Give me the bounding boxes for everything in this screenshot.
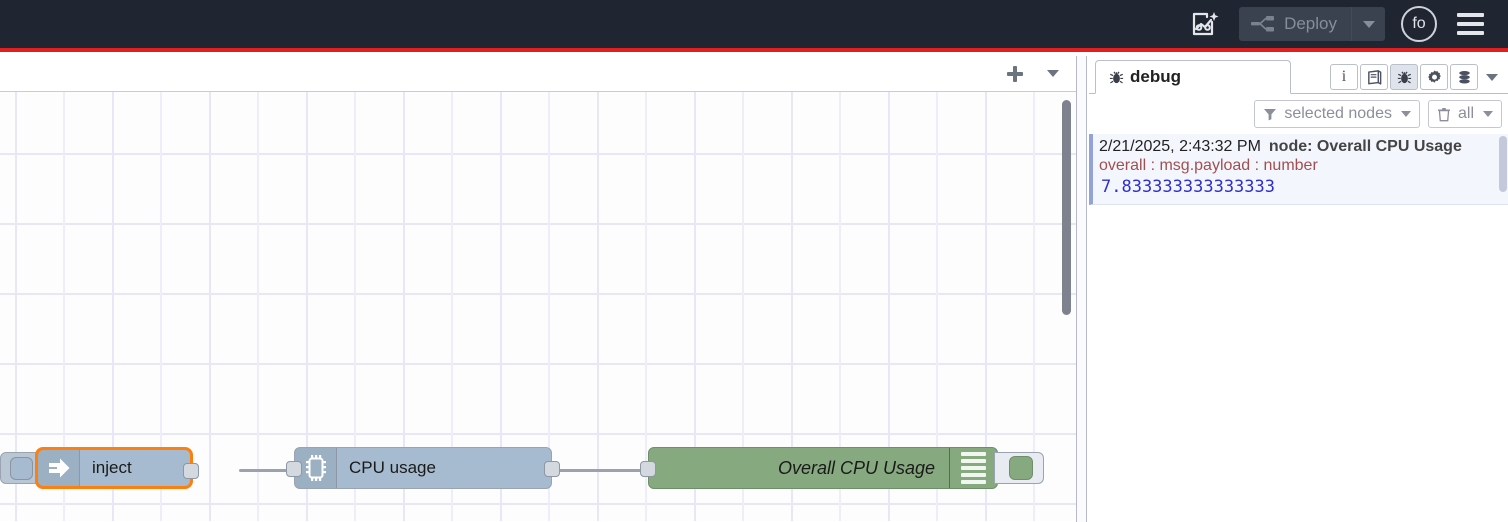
node-debug-body[interactable]: Overall CPU Usage: [640, 447, 998, 489]
debug-stripes-icon: [949, 448, 997, 488]
node-inject-body[interactable]: inject: [35, 447, 199, 489]
chevron-down-icon: [1400, 111, 1411, 117]
bug-icon: [1109, 70, 1124, 83]
debug-input-port[interactable]: [640, 461, 656, 477]
config-gear-icon[interactable]: [1420, 64, 1448, 90]
deploy-dropdown-button[interactable]: [1351, 7, 1385, 41]
flow-canvas[interactable]: inject: [0, 92, 1076, 521]
tab-debug-label: debug: [1130, 67, 1181, 86]
trash-icon: [1437, 107, 1450, 121]
debug-bug-icon[interactable]: [1390, 64, 1418, 90]
debug-message-list[interactable]: 2/21/2025, 2:43:32 PM node: Overall CPU U…: [1089, 134, 1508, 522]
node-inject-label: inject: [92, 458, 132, 477]
flow-list-button[interactable]: [1036, 59, 1070, 89]
debug-message-timestamp: 2/21/2025, 2:43:32 PM: [1099, 138, 1261, 155]
deploy-wire-icon: [1251, 16, 1275, 32]
inject-trigger-knob: [9, 456, 33, 480]
inject-arrow-icon: [38, 450, 80, 486]
node-debug-label: Overall CPU Usage: [777, 457, 935, 478]
debug-toolbar: selected nodes all: [1089, 94, 1508, 134]
debug-message-source: node: Overall CPU Usage: [1268, 138, 1462, 155]
avatar-initials: fo: [1412, 15, 1426, 32]
debug-filter-button[interactable]: selected nodes: [1254, 100, 1420, 128]
debug-list-scrollbar[interactable]: [1499, 136, 1507, 192]
plus-icon: [1007, 65, 1023, 82]
chevron-down-icon: [1362, 20, 1375, 28]
sidebar: debug i: [1089, 56, 1508, 522]
node-debug-overall-cpu-usage[interactable]: Overall CPU Usage: [640, 447, 1044, 489]
add-flow-button[interactable]: [998, 59, 1032, 89]
header-actions: Deploy fo: [1187, 6, 1508, 42]
wire-cpu-to-debug: [552, 469, 650, 472]
debug-filter-label: selected nodes: [1284, 105, 1392, 122]
help-book-icon[interactable]: [1360, 64, 1388, 90]
debug-enable-knob: [1009, 456, 1033, 480]
info-icon[interactable]: i: [1330, 64, 1358, 90]
cpu-usage-output-port[interactable]: [544, 461, 560, 477]
debug-message-path: overall : msg.payload : number: [1099, 157, 1318, 174]
cpu-chip-icon: [295, 448, 337, 488]
debug-message-value: 7.833333333333333: [1101, 177, 1275, 197]
node-inject[interactable]: inject: [0, 447, 199, 489]
sidebar-tab-row: debug i: [1089, 56, 1508, 94]
inject-output-port[interactable]: [183, 463, 199, 479]
node-cpu-usage-body[interactable]: CPU usage: [286, 447, 560, 489]
app-header: Deploy fo: [0, 0, 1508, 52]
chevron-down-icon: [1486, 73, 1498, 81]
node-cpu-usage[interactable]: CPU usage: [286, 447, 560, 489]
sidebar-tab-icon-group: i: [1330, 64, 1504, 90]
chevron-down-icon: [1047, 70, 1059, 77]
debug-message-row[interactable]: 2/21/2025, 2:43:32 PM node: Overall CPU U…: [1089, 134, 1508, 205]
chevron-down-icon: [1483, 111, 1493, 117]
context-data-icon[interactable]: [1450, 64, 1478, 90]
wire-inject-to-cpu: [239, 469, 301, 472]
flow-sparkle-icon[interactable]: [1187, 6, 1223, 42]
debug-clear-button[interactable]: all: [1427, 100, 1502, 128]
panel-divider[interactable]: [1076, 56, 1087, 522]
node-cpu-usage-label: CPU usage: [349, 458, 436, 477]
hamburger-menu-icon[interactable]: [1453, 9, 1488, 39]
cpu-usage-input-port[interactable]: [286, 461, 302, 477]
sidebar-tab-overflow-button[interactable]: [1480, 64, 1504, 90]
debug-message-header: 2/21/2025, 2:43:32 PM node: Overall CPU U…: [1099, 138, 1502, 156]
deploy-button-label: Deploy: [1284, 14, 1337, 33]
funnel-icon: [1264, 109, 1277, 121]
debug-enable-button[interactable]: [994, 452, 1044, 484]
flow-tab-actions: [998, 59, 1070, 89]
canvas-vertical-scrollbar[interactable]: [1062, 100, 1071, 315]
debug-clear-label: all: [1457, 105, 1474, 122]
tab-debug[interactable]: debug: [1095, 60, 1291, 94]
user-avatar[interactable]: fo: [1401, 6, 1437, 42]
deploy-button[interactable]: Deploy: [1239, 7, 1385, 41]
workspace: inject: [0, 56, 1076, 522]
flow-tab-bar: [0, 56, 1076, 92]
deploy-button-main[interactable]: Deploy: [1239, 7, 1351, 41]
